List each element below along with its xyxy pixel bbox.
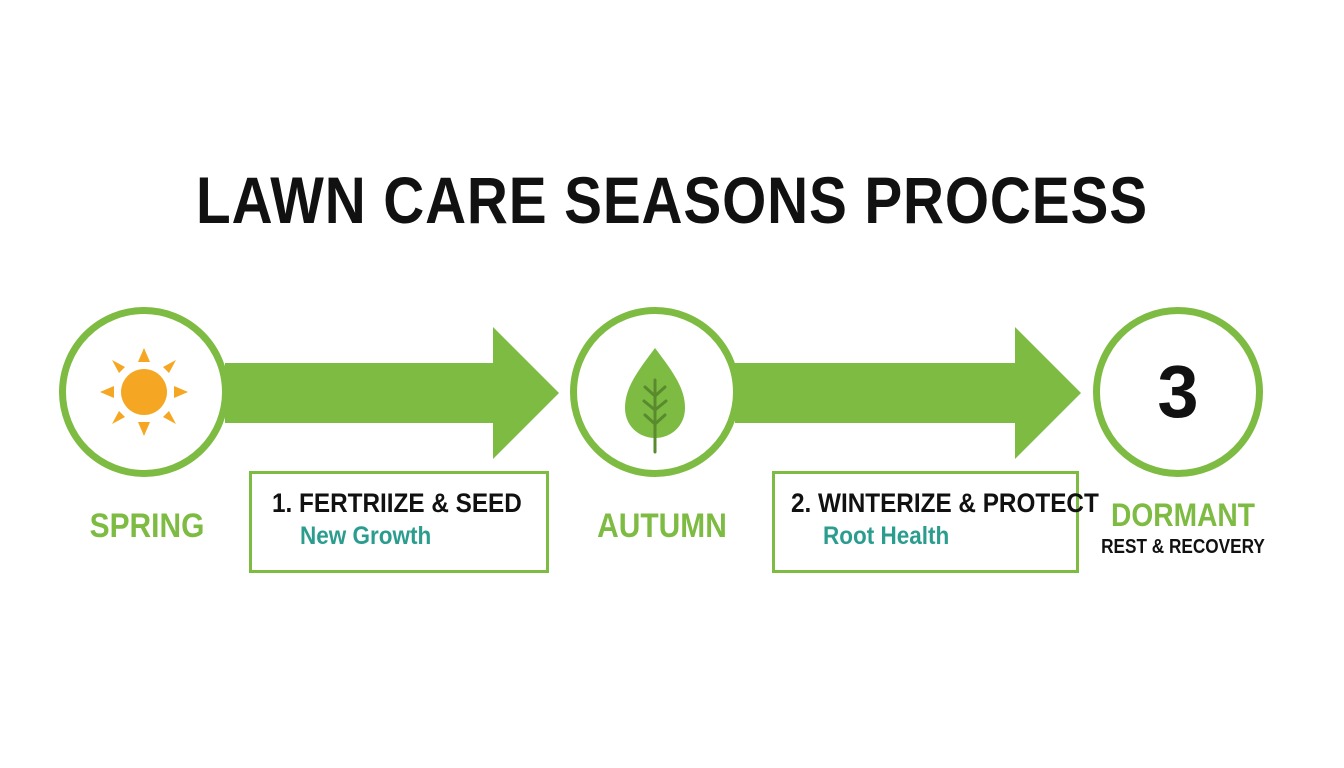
dormant-label: DORMANT <box>1111 497 1255 533</box>
spring-circle <box>59 307 229 477</box>
diagram-title: LAWN CARE SEASONS PROCESS <box>196 163 1148 237</box>
step-2-title: 2. WINTERIZE & PROTECT <box>791 488 1099 518</box>
step-box-2: 2. WINTERIZE & PROTECT Root Health <box>772 471 1099 573</box>
step-2-subtitle: Root Health <box>823 522 950 550</box>
step-1-subtitle: New Growth <box>300 522 432 550</box>
dormant-sublabel: REST & RECOVERY <box>1101 536 1265 558</box>
autumn-circle <box>570 307 740 477</box>
arrow-1 <box>225 327 559 459</box>
step-box-1: 1. FERTRIIZE & SEED New Growth <box>249 471 549 573</box>
sun-icon <box>100 348 188 436</box>
dormant-circle: 3 <box>1093 307 1263 477</box>
arrow-2 <box>735 327 1081 459</box>
step-3-number: 3 <box>1157 350 1199 433</box>
leaf-icon <box>625 348 685 454</box>
autumn-label: AUTUMN <box>597 507 727 545</box>
step-1-title: 1. FERTRIIZE & SEED <box>272 488 522 518</box>
spring-label: SPRING <box>89 507 205 545</box>
